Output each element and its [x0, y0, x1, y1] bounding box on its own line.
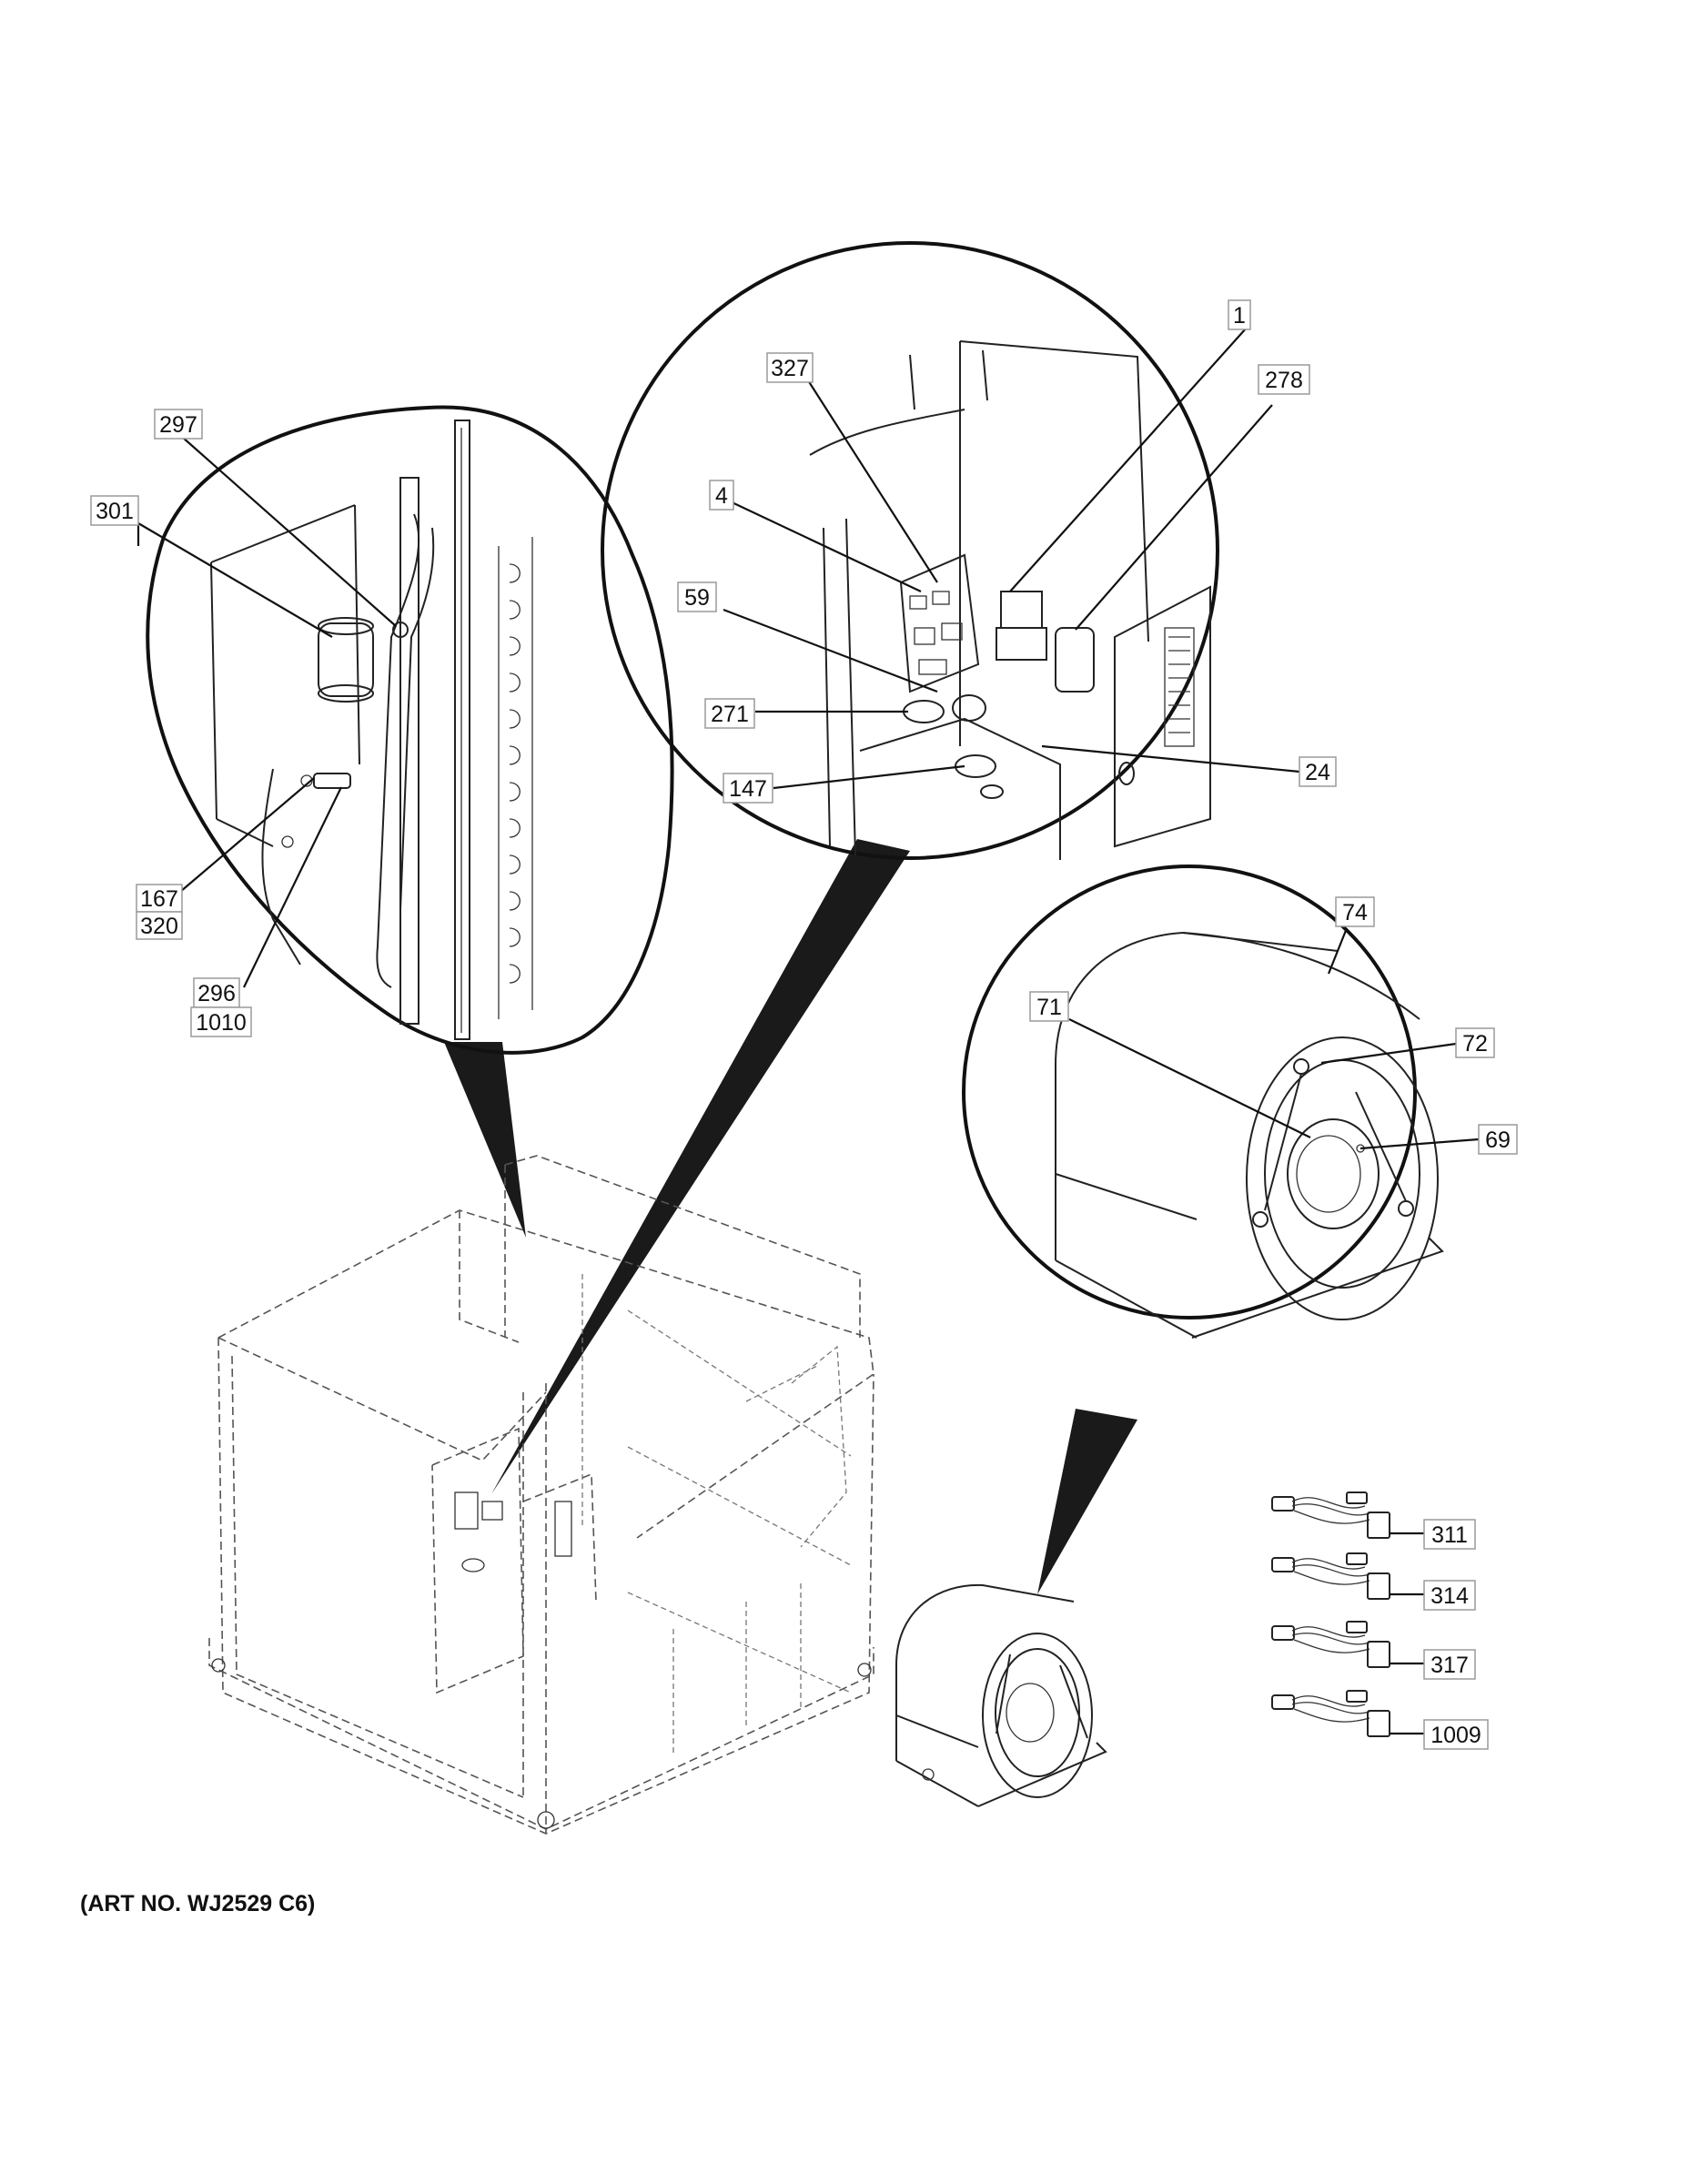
art-number-caption: (ART NO. WJ2529 C6) — [80, 1891, 316, 1916]
svg-text:311: 311 — [1431, 1522, 1468, 1548]
detail-view-coil-filter-drier — [146, 405, 674, 1055]
callout-147: 147 — [723, 773, 773, 804]
callout-317: 317 — [1423, 1649, 1476, 1680]
callout-1010: 1010 — [190, 1006, 252, 1037]
callout-69: 69 — [1478, 1124, 1518, 1155]
callout-72: 72 — [1455, 1027, 1495, 1058]
wire-harness-1009 — [1271, 1690, 1424, 1737]
callout-278: 278 — [1258, 364, 1310, 395]
svg-text:24: 24 — [1305, 760, 1330, 785]
svg-text:320: 320 — [140, 914, 178, 939]
callout-320: 320 — [136, 911, 183, 940]
callout-24: 24 — [1299, 756, 1337, 787]
callout-327: 327 — [766, 352, 814, 383]
svg-text:72: 72 — [1462, 1031, 1488, 1057]
svg-text:314: 314 — [1430, 1583, 1469, 1609]
callout-74: 74 — [1335, 896, 1375, 927]
svg-text:317: 317 — [1430, 1653, 1469, 1678]
blower-assembly — [895, 1583, 1107, 1807]
svg-text:1010: 1010 — [196, 1010, 247, 1036]
svg-text:301: 301 — [96, 499, 134, 524]
detail-view-control-box — [601, 241, 1219, 860]
svg-text:167: 167 — [140, 886, 178, 912]
svg-text:71: 71 — [1036, 995, 1062, 1020]
coil-return-bends — [498, 537, 533, 1019]
callout-59: 59 — [677, 581, 717, 612]
svg-text:271: 271 — [711, 702, 749, 727]
svg-text:1: 1 — [1233, 303, 1246, 329]
wire-harness-314 — [1271, 1552, 1424, 1600]
main-unit-assembly — [208, 1155, 874, 1835]
callout-1: 1 — [1228, 299, 1251, 330]
callout-271: 271 — [704, 698, 755, 729]
svg-text:327: 327 — [771, 356, 809, 381]
callout-4: 4 — [709, 480, 734, 511]
callout-297: 297 — [154, 409, 203, 440]
svg-text:278: 278 — [1265, 368, 1303, 393]
svg-text:1009: 1009 — [1430, 1723, 1481, 1748]
callout-labels: 297 301 167 320 296 1010 327 4 — [90, 299, 1518, 1750]
leader-lines — [136, 327, 1480, 1150]
svg-text:4: 4 — [715, 483, 728, 509]
control-board-components — [909, 591, 963, 675]
svg-text:74: 74 — [1342, 900, 1368, 925]
svg-text:59: 59 — [684, 585, 710, 611]
wire-harness-311 — [1271, 1491, 1424, 1539]
wire-harness-317 — [1271, 1621, 1424, 1668]
detail-view-blower — [962, 864, 1444, 1339]
detail-pointer-wedges — [444, 839, 1137, 1594]
callout-296: 296 — [193, 977, 240, 1008]
callout-167: 167 — [136, 884, 183, 913]
wire-harness-set — [1271, 1491, 1424, 1737]
svg-text:69: 69 — [1485, 1127, 1511, 1153]
svg-text:147: 147 — [729, 776, 767, 802]
callout-311: 311 — [1423, 1519, 1476, 1550]
svg-text:296: 296 — [197, 981, 236, 1006]
callout-71: 71 — [1029, 991, 1069, 1022]
callout-314: 314 — [1423, 1580, 1476, 1611]
svg-text:297: 297 — [159, 412, 197, 438]
callout-301: 301 — [90, 495, 139, 526]
callout-1009: 1009 — [1423, 1719, 1489, 1750]
